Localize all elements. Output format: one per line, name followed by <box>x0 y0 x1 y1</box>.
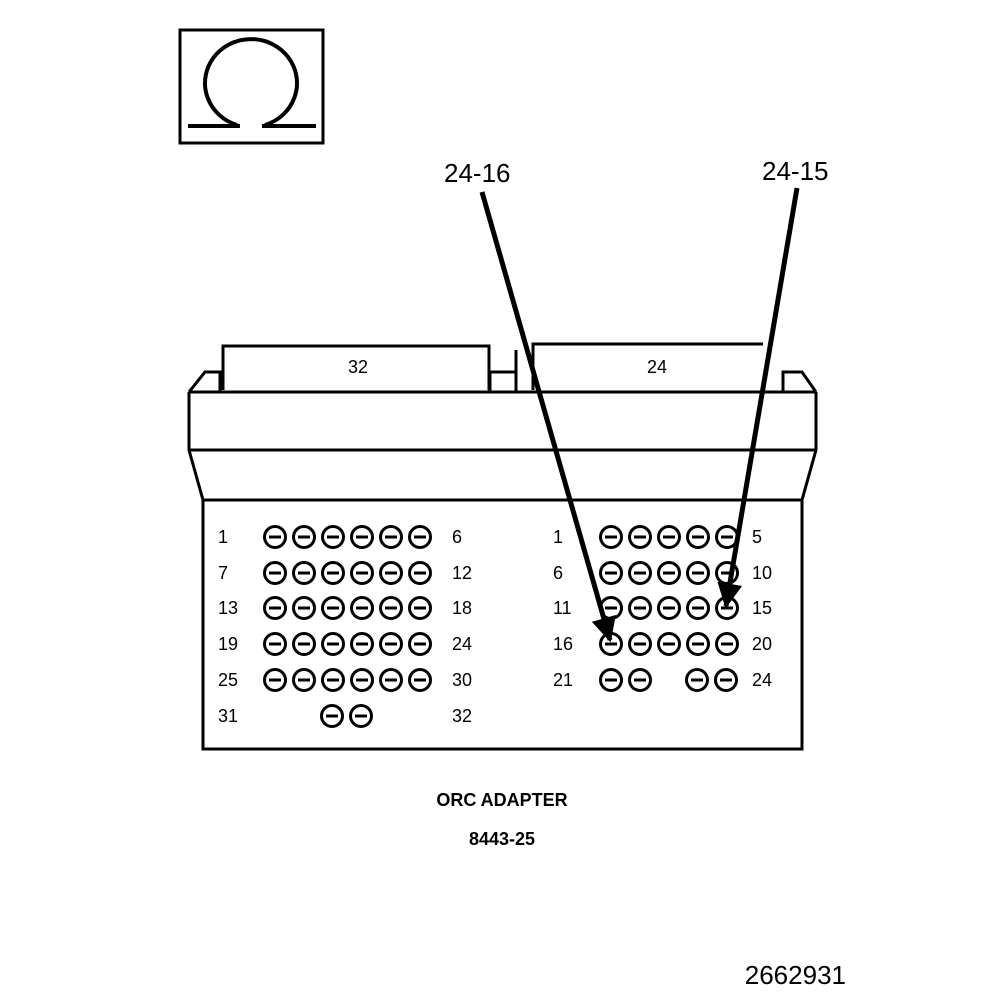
pin-socket <box>321 561 345 585</box>
left-row-start-label: 31 <box>218 706 238 726</box>
pin-socket <box>686 596 710 620</box>
pin-socket <box>263 561 287 585</box>
pin-socket <box>349 704 373 728</box>
pin-socket <box>628 561 652 585</box>
tab-label-32: 32 <box>348 357 368 377</box>
pin-socket <box>350 525 374 549</box>
pin-socket <box>715 632 739 656</box>
right-row-start-label: 21 <box>553 670 573 690</box>
callout-right-label: 24-15 <box>762 156 829 186</box>
left-row-end-label: 18 <box>452 598 472 618</box>
pin-socket <box>379 525 403 549</box>
figure-id: 2662931 <box>745 960 846 990</box>
right-row-end-label: 10 <box>752 563 772 583</box>
right-row-start-label: 6 <box>553 563 563 583</box>
callout-left-label: 24-16 <box>444 158 511 188</box>
pin-socket <box>657 632 681 656</box>
left-row-end-label: 24 <box>452 634 472 654</box>
pin-socket <box>350 668 374 692</box>
left-row-end-label: 32 <box>452 706 472 726</box>
tab-label-24: 24 <box>647 357 667 377</box>
pin-socket <box>350 561 374 585</box>
pin-socket <box>292 596 316 620</box>
pin-socket <box>686 561 710 585</box>
pin-socket <box>379 632 403 656</box>
pin-socket <box>657 596 681 620</box>
left-row-end-label: 30 <box>452 670 472 690</box>
pin-socket <box>321 668 345 692</box>
pin-socket <box>263 632 287 656</box>
pin-socket <box>379 596 403 620</box>
right-row-start-label: 1 <box>553 527 563 547</box>
right-row-end-label: 24 <box>752 670 772 690</box>
pin-socket <box>599 525 623 549</box>
pin-socket <box>292 632 316 656</box>
pin-socket <box>263 525 287 549</box>
caption-title: ORC ADAPTER <box>436 790 567 810</box>
pin-socket <box>320 704 344 728</box>
right-row-end-label: 15 <box>752 598 772 618</box>
pin-socket <box>379 561 403 585</box>
pin-socket <box>628 668 652 692</box>
pin-socket <box>408 596 432 620</box>
left-row-start-label: 7 <box>218 563 228 583</box>
left-row-end-label: 6 <box>452 527 462 547</box>
pin-socket <box>350 632 374 656</box>
right-row-start-label: 11 <box>553 598 572 618</box>
pin-socket <box>408 668 432 692</box>
pin-socket <box>292 561 316 585</box>
pin-socket <box>686 632 710 656</box>
pin-socket <box>628 632 652 656</box>
pin-socket <box>292 668 316 692</box>
callout-left-arrow <box>479 191 616 643</box>
pin-socket <box>628 525 652 549</box>
right-row-end-label: 20 <box>752 634 772 654</box>
pin-socket <box>686 525 710 549</box>
pin-socket <box>350 596 374 620</box>
callout-right-arrow <box>717 187 800 609</box>
pin-socket <box>263 596 287 620</box>
pin-socket <box>657 561 681 585</box>
pin-socket <box>599 561 623 585</box>
left-row-end-label: 12 <box>452 563 472 583</box>
pin-socket <box>657 525 681 549</box>
pin-socket <box>685 668 709 692</box>
ohm-icon <box>178 28 325 145</box>
pin-socket <box>628 596 652 620</box>
left-connector-pins: 1 6 7 12 13 18 19 24 25 30 31 32 <box>218 525 472 728</box>
right-row-end-label: 5 <box>752 527 762 547</box>
left-row-start-label: 1 <box>218 527 228 547</box>
left-row-start-label: 19 <box>218 634 238 654</box>
pin-socket <box>599 668 623 692</box>
pin-socket <box>714 668 738 692</box>
caption-part-number: 8443-25 <box>469 829 535 849</box>
left-row-start-label: 25 <box>218 670 238 690</box>
left-row-start-label: 13 <box>218 598 238 618</box>
pin-socket <box>321 632 345 656</box>
pin-socket <box>379 668 403 692</box>
pin-socket <box>408 525 432 549</box>
pin-socket <box>321 525 345 549</box>
pin-socket <box>263 668 287 692</box>
pin-socket <box>321 596 345 620</box>
pin-socket <box>292 525 316 549</box>
right-row-start-label: 16 <box>553 634 573 654</box>
pin-socket <box>408 561 432 585</box>
pin-socket <box>408 632 432 656</box>
